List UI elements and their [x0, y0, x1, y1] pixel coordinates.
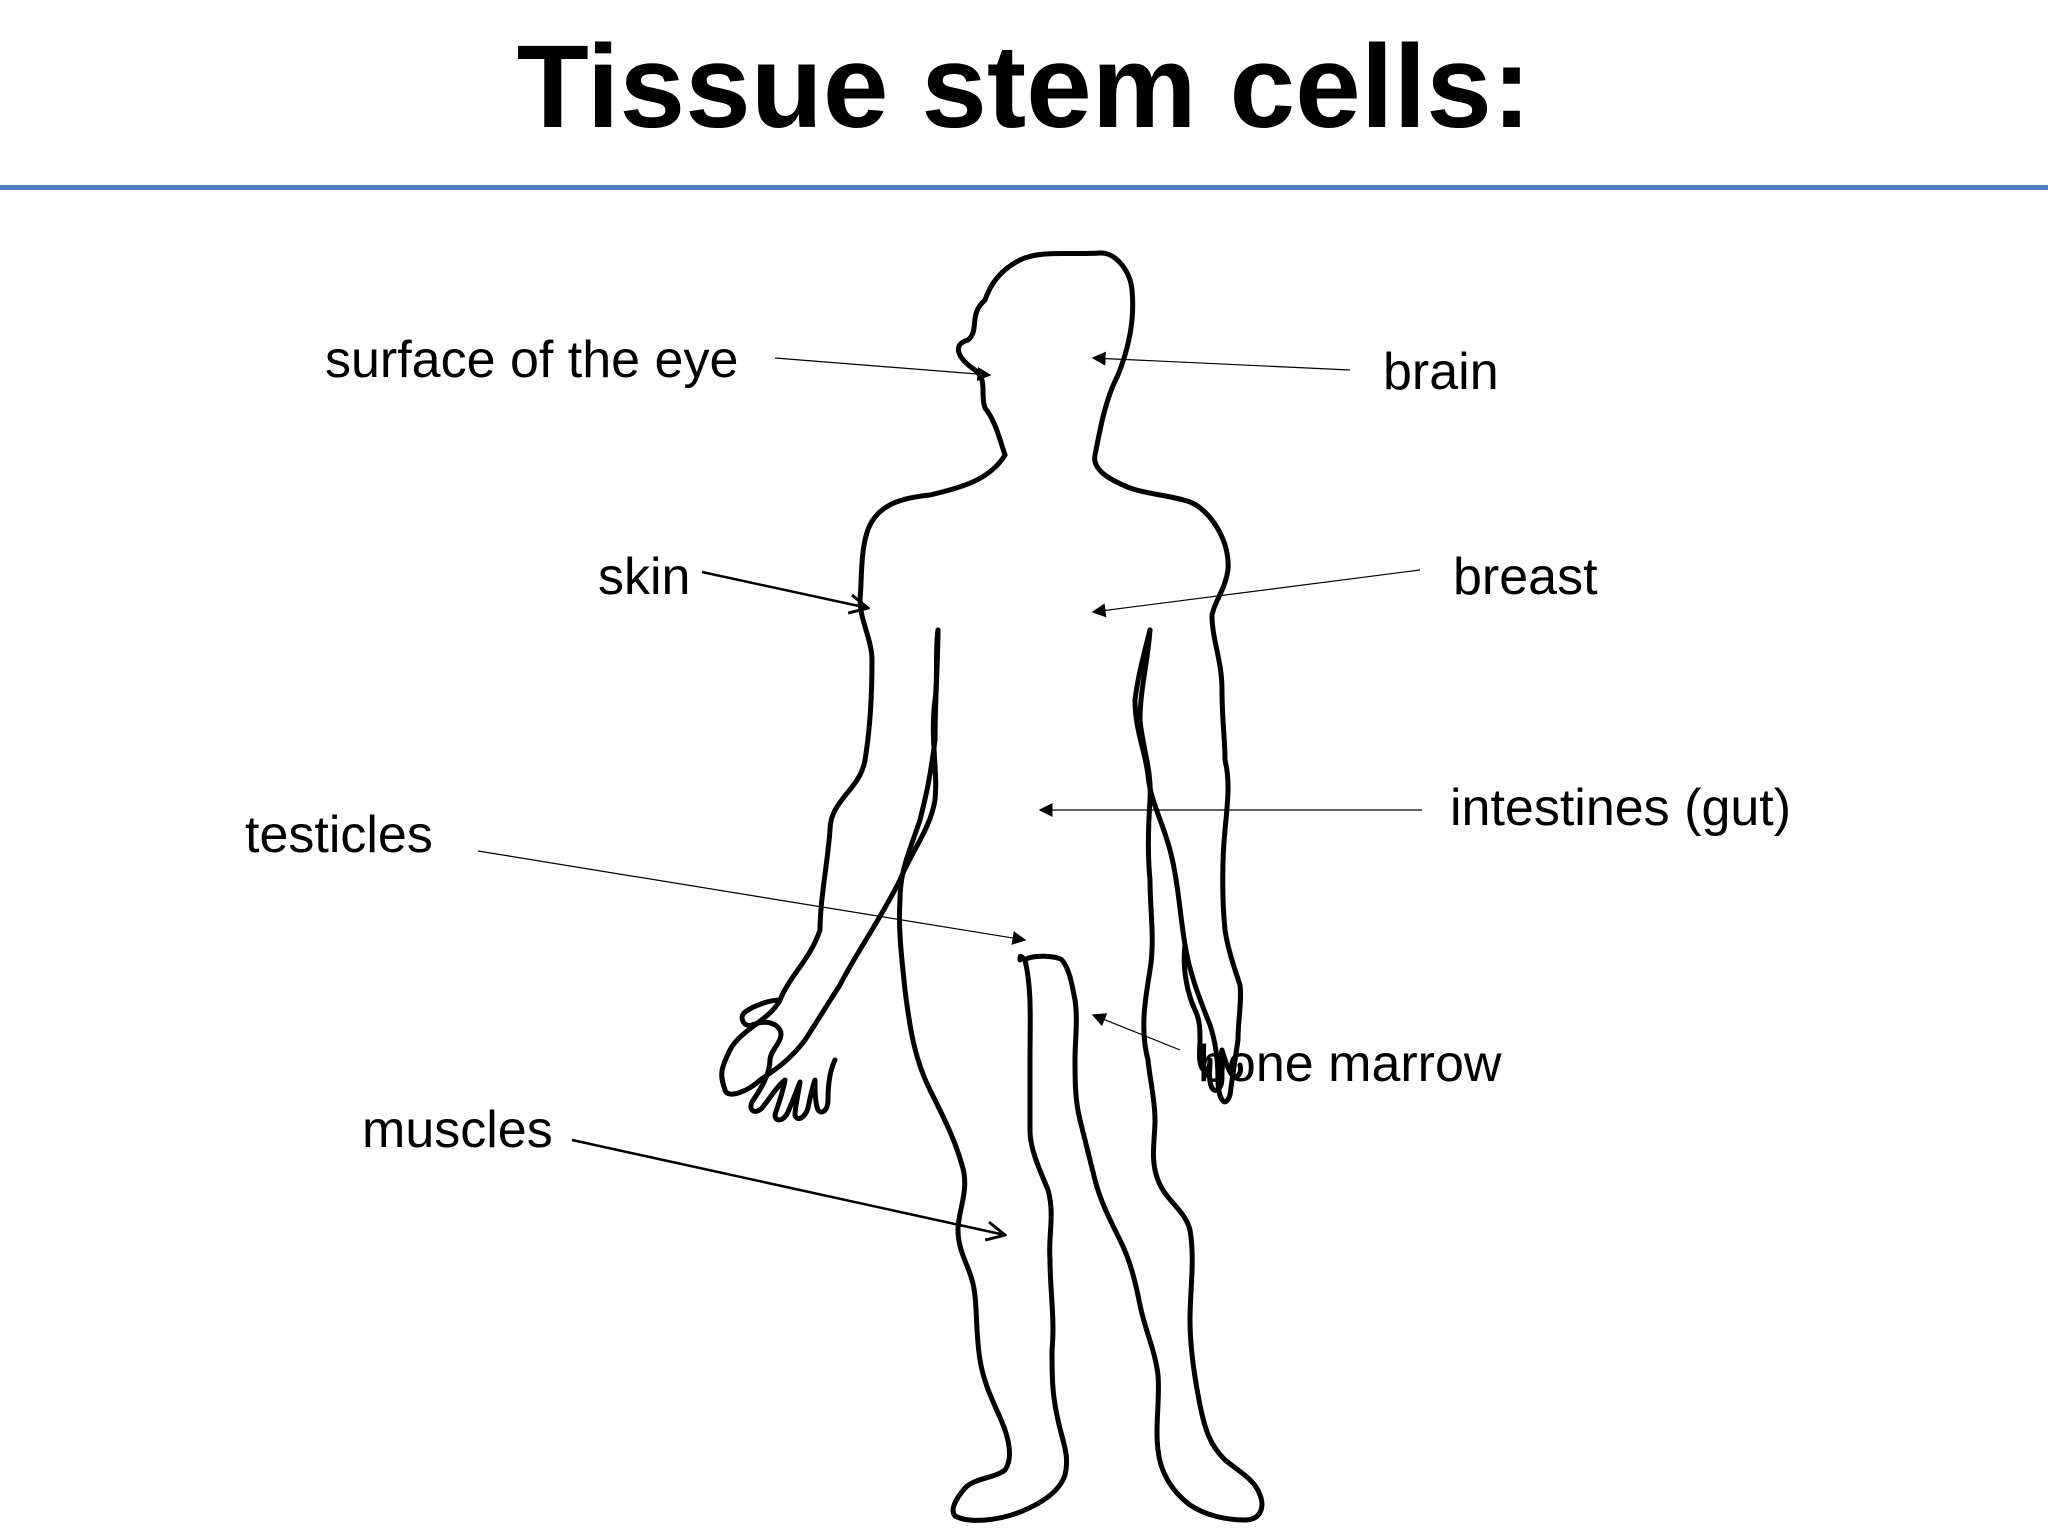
label-skin: skin	[598, 548, 691, 606]
label-intestines: intestines (gut)	[1450, 779, 1792, 837]
right-inner-arm-outline	[1022, 627, 1265, 1523]
head-outline	[955, 250, 1231, 618]
leader-lines	[477, 351, 1422, 1235]
label-breast: breast	[1453, 548, 1598, 606]
label-testicles: testicles	[245, 806, 433, 864]
skin-leader-line	[701, 570, 868, 608]
left-torso-arm-outline	[719, 452, 1008, 1097]
label-brain: brain	[1383, 343, 1499, 401]
title-divider	[0, 185, 2048, 190]
muscles-leader-line	[571, 1138, 1005, 1235]
label-surface-of-the-eye: surface of the eye	[325, 331, 739, 389]
brain-leader-line	[1091, 351, 1351, 371]
body-outline	[719, 250, 1265, 1523]
label-muscles: muscles	[362, 1101, 553, 1159]
testicles-leader-line	[477, 850, 1027, 945]
left-inner-arm-outline	[896, 627, 1070, 1523]
left-hand-outline	[739, 997, 838, 1123]
eye-leader-line	[774, 357, 992, 381]
slide-title: Tissue stem cells:	[516, 21, 1532, 153]
breast-leader-line	[1091, 569, 1421, 618]
right-hand-outline	[1181, 942, 1243, 1093]
label-bone-marrow: bone marrow	[1198, 1035, 1502, 1093]
bone-marrow-leader-line	[1091, 1013, 1181, 1051]
